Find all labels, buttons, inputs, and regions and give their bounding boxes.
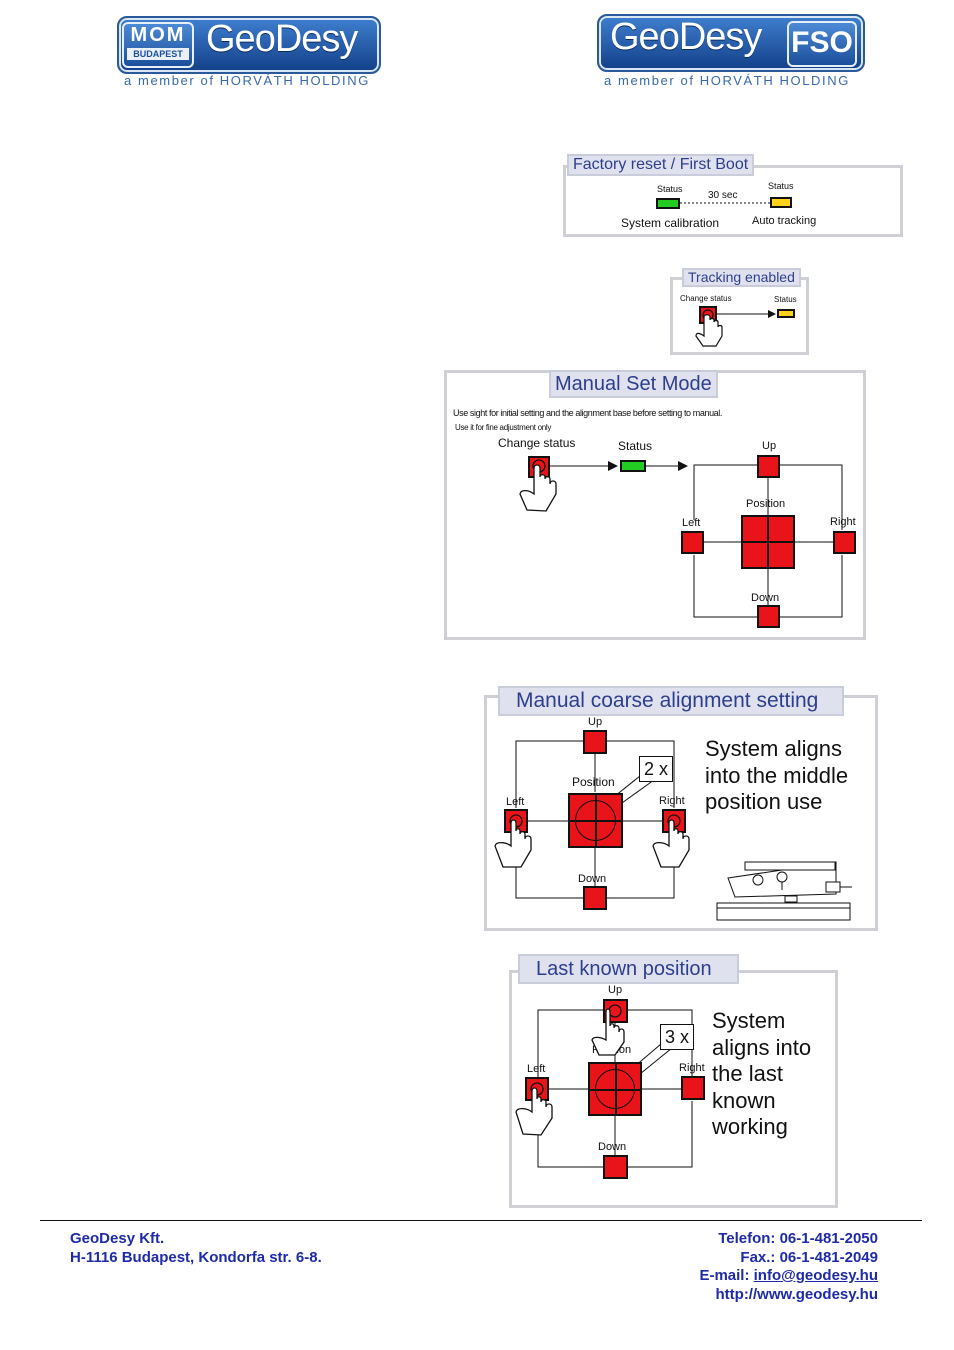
manual-set-status: Status xyxy=(618,439,653,453)
factory-status-right: Status xyxy=(768,181,794,191)
tracking-status: Status xyxy=(774,295,797,304)
footer-email-line: E-mail: info@geodesy.hu xyxy=(699,1267,878,1284)
factory-caption-left: System calibration xyxy=(621,216,720,230)
coarse-count-box: 2 x xyxy=(639,756,673,782)
coarse-position-square xyxy=(568,793,623,848)
factory-timer: 30 sec xyxy=(708,190,738,201)
footer-company: GeoDesy Kft. xyxy=(70,1230,165,1247)
footer-divider xyxy=(40,1220,922,1221)
last-known-position-square xyxy=(588,1062,642,1116)
coarse-hands xyxy=(494,814,690,868)
hand-icon-6 xyxy=(515,1087,553,1136)
logo-right-subtitle: a member of HORVÁTH HOLDING xyxy=(604,73,850,88)
last-known-count-box: 3 x xyxy=(660,1024,694,1050)
footer-email-label: E-mail: xyxy=(699,1267,754,1284)
factory-status-left: Status xyxy=(657,184,683,194)
hand-icon xyxy=(695,314,723,347)
coarse-up-square xyxy=(583,730,607,754)
manual-set-left-label: Left xyxy=(682,517,701,529)
factory-reset-title: Factory reset / First Boot xyxy=(567,154,755,176)
manual-set-up-square xyxy=(757,455,780,478)
coarse-right-label: Right xyxy=(659,795,685,807)
logo-left-subtitle: a member of HORVÁTH HOLDING xyxy=(124,73,370,88)
last-known-left-label: Left xyxy=(527,1063,546,1075)
coarse-up-label: Up xyxy=(588,716,603,728)
hand-icon-2 xyxy=(519,464,557,512)
footer-phone: Telefon: 06-1-481-2050 xyxy=(718,1230,878,1247)
manual-set-title: Manual Set Mode xyxy=(549,370,718,398)
last-known-right-square xyxy=(681,1076,705,1100)
manual-set-down-label: Down xyxy=(751,592,780,604)
coarse-down-label: Down xyxy=(578,873,607,885)
status-led-yellow xyxy=(770,197,792,208)
hand-icon-4 xyxy=(652,819,690,868)
manual-set-note1: Use sight for initial setting and the al… xyxy=(453,408,722,418)
tracking-change-status: Change status xyxy=(680,294,732,303)
hand-icon-5 xyxy=(591,1008,625,1056)
last-known-right-label: Right xyxy=(679,1062,705,1074)
coarse-down-square xyxy=(583,886,607,910)
coarse-left-label: Left xyxy=(506,796,525,808)
manual-set-left-square xyxy=(681,531,704,554)
last-known-title: Last known position xyxy=(518,954,739,984)
coarse-position-label: Position xyxy=(572,775,615,789)
manual-set-change-status: Change status xyxy=(498,436,576,450)
footer-address: H-1116 Budapest, Kondorfa str. 6-8. xyxy=(70,1249,322,1266)
coarse-title: Manual coarse alignment setting xyxy=(498,686,844,716)
manual-set-position-label: Position xyxy=(746,498,786,510)
manual-set-status-led xyxy=(620,460,646,472)
logo-right-word: GeoDesy xyxy=(610,16,762,58)
fso-badge: FSO xyxy=(787,21,857,67)
last-known-down-label: Down xyxy=(598,1141,627,1153)
last-known-down-square xyxy=(603,1155,628,1179)
manual-set-position-square xyxy=(741,515,795,569)
instrument-drawing-icon xyxy=(716,861,852,921)
status-led-green xyxy=(656,198,680,209)
manual-set-right-square xyxy=(833,531,856,554)
manual-set-right-label: Right xyxy=(830,516,856,528)
manual-set-up-label: Up xyxy=(762,440,777,452)
last-known-hands xyxy=(515,1004,625,1136)
manual-set-lines xyxy=(519,459,843,618)
tracking-status-led xyxy=(777,309,795,318)
coarse-description: System aligns into the middle position u… xyxy=(705,736,849,814)
hand-icon-3 xyxy=(494,819,532,868)
manual-set-down-square xyxy=(757,605,780,628)
footer-email-link[interactable]: info@geodesy.hu xyxy=(753,1267,878,1284)
mom-badge: MOM BUDAPEST xyxy=(122,22,194,68)
factory-caption-right: Auto tracking xyxy=(752,215,817,227)
tracking-arrow xyxy=(695,309,776,347)
footer-fax: Fax.: 06-1-481-2049 xyxy=(740,1249,878,1266)
tracking-title: Tracking enabled xyxy=(682,268,801,287)
manual-set-note2: Use it for fine adjustment only xyxy=(455,423,552,432)
manual-set-panel xyxy=(444,370,866,640)
footer-web[interactable]: http://www.geodesy.hu xyxy=(715,1286,879,1303)
logo-left-word: GeoDesy xyxy=(206,18,358,60)
last-known-up-label: Up xyxy=(608,984,623,996)
last-known-description: System aligns into the last known workin… xyxy=(712,1008,812,1139)
timer-dotted-line xyxy=(680,202,770,204)
